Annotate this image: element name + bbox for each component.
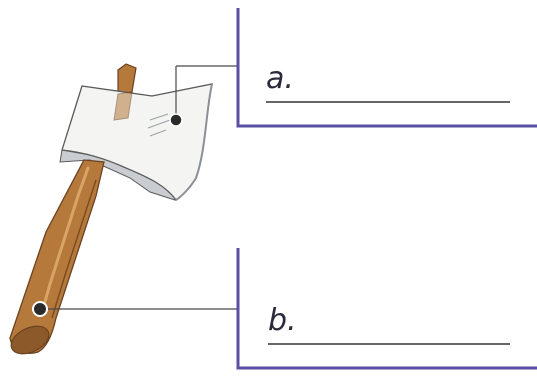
frame-a-bracket — [236, 8, 537, 128]
handle-highlight — [40, 166, 90, 314]
handle-through-eye — [113, 91, 133, 121]
handle-grain — [51, 179, 97, 319]
handle-top-stub — [117, 63, 137, 95]
pointer-dot-a — [169, 113, 183, 127]
frame-b-bracket — [236, 248, 537, 370]
leader-b — [32, 301, 238, 317]
label-frame-b — [236, 248, 537, 370]
leader-a — [169, 65, 238, 127]
blade-scratch-2 — [147, 119, 171, 129]
axe-handle — [9, 159, 105, 354]
handle-end — [10, 325, 50, 355]
blade-edge — [175, 83, 213, 201]
label-frame-a — [236, 8, 537, 128]
label-a: a. — [266, 61, 294, 96]
label-b: b. — [268, 303, 297, 338]
blade-scratch-1 — [149, 113, 169, 121]
blade-scratch-3 — [149, 129, 167, 137]
pointer-dot-b — [32, 301, 48, 317]
